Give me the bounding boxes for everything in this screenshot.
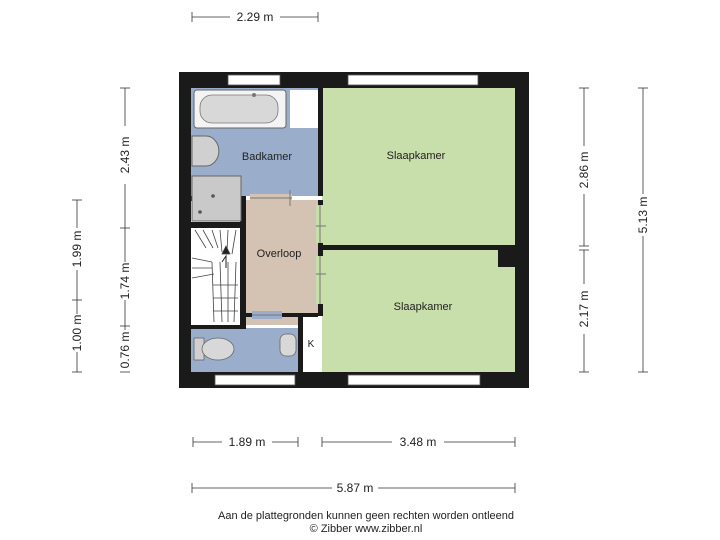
dim-left-outer-1: 1.99 m [70,231,84,268]
dimension-lines [72,12,648,493]
windows [214,74,481,386]
dim-left-outer-2: 1.00 m [70,315,84,352]
room-label-slaapkamer-bottom: Slaapkamer [394,301,453,313]
kast-floor [302,316,320,372]
dim-left-inner-2: 1.74 m [118,263,132,300]
dim-bottom-1: 1.89 m [229,435,266,449]
shower [191,175,242,222]
bathroom-wall-panel [290,90,318,128]
dim-top: 2.29 m [237,10,274,24]
washbasin [191,135,220,167]
room-label-slaapkamer-top: Slaapkamer [387,150,446,162]
room-label-kast: K [308,339,315,350]
slaapkamer-top-floor [322,88,515,246]
dim-bottom-total: 5.87 m [337,481,374,495]
disclaimer-text: Aan de plattegronden kunnen geen rechten… [218,510,514,522]
dim-left-inner-1: 2.43 m [118,137,132,174]
overloop-floor [244,200,318,325]
dim-left-inner-3: 0.76 m [118,332,132,369]
dim-right-inner-1: 2.86 m [577,152,591,189]
copyright-text: © Zibber www.zibber.nl [310,523,423,535]
dim-bottom-2: 3.48 m [400,435,437,449]
doors [250,190,326,319]
dim-right-inner-2: 2.17 m [577,291,591,328]
dim-right-outer: 5.13 m [636,197,650,234]
room-label-overloop: Overloop [257,248,302,260]
bathtub [193,89,287,129]
toilet [193,337,235,361]
room-label-badkamer: Badkamer [242,151,292,163]
staircase [191,229,238,323]
handbasin [279,333,297,357]
slaapkamer-bottom-floor [322,250,515,372]
